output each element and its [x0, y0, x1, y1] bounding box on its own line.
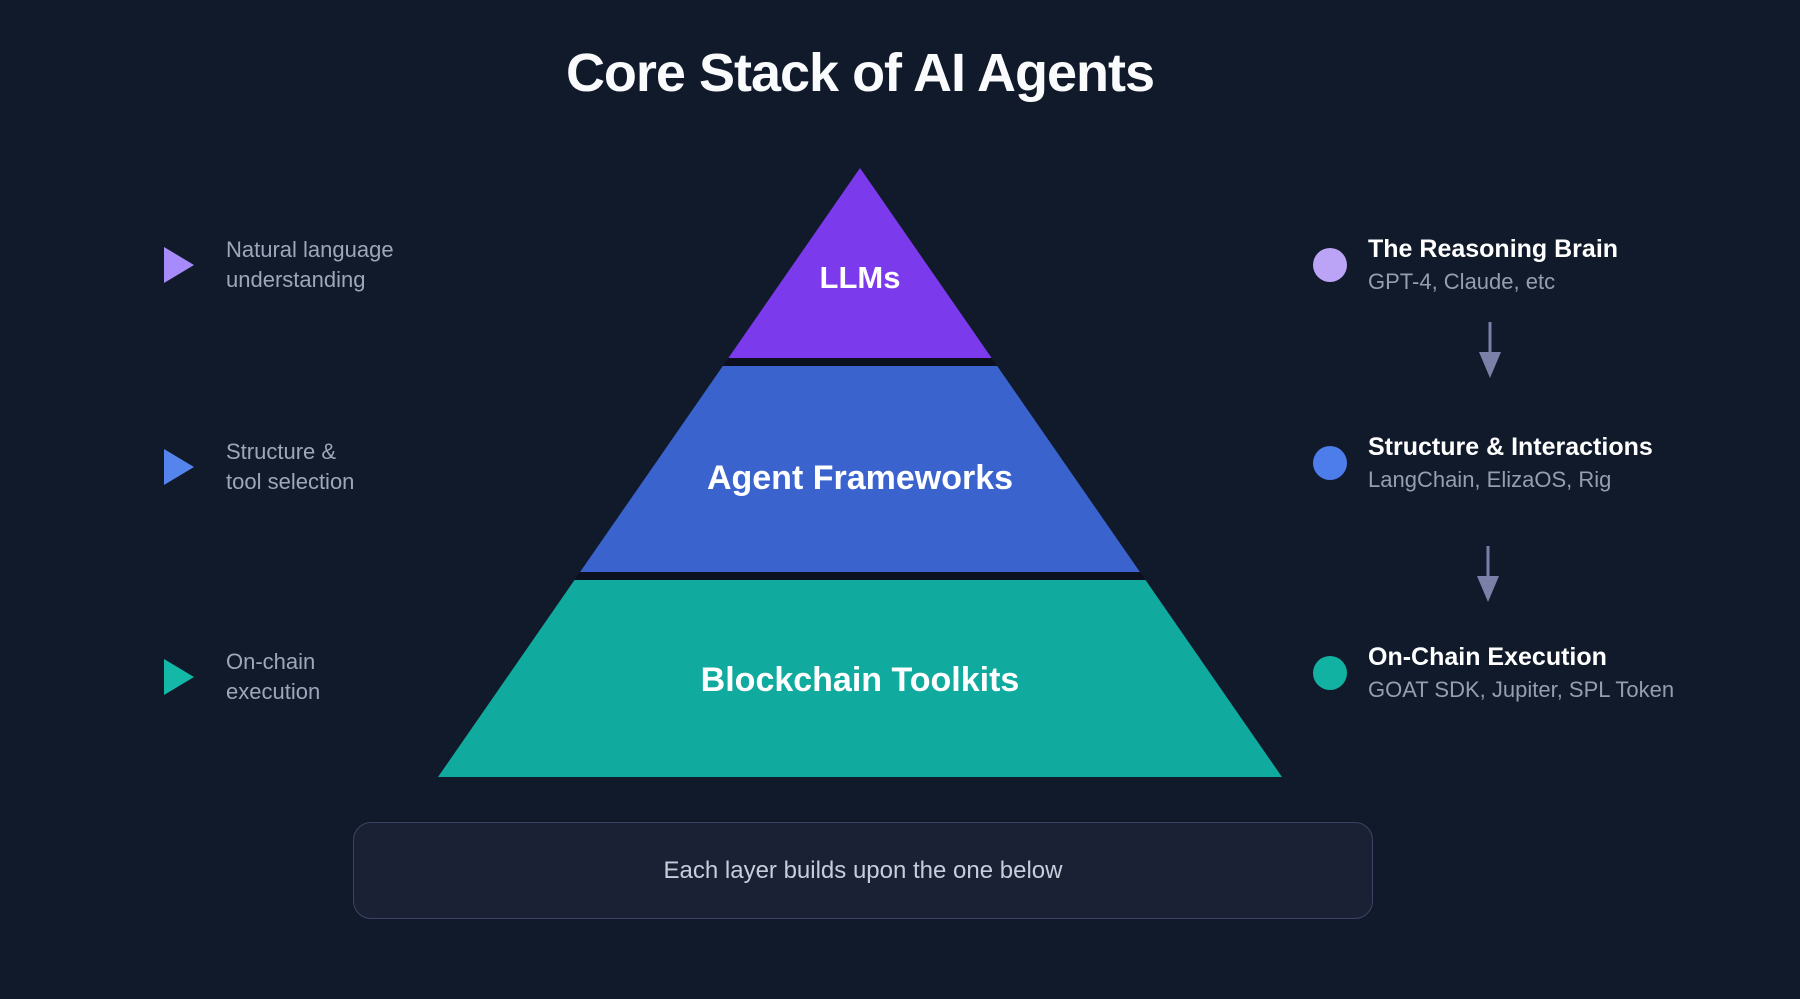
left-callout-frameworks: Structure & tool selection	[164, 437, 354, 497]
right-callout-text: Structure & Interactions LangChain, Eliz…	[1368, 430, 1653, 496]
pyramid-label-llms: LLMs	[819, 260, 901, 295]
down-arrow-icon	[1477, 546, 1499, 602]
pyramid-svg	[438, 168, 1282, 777]
right-callout-structure-interactions: Structure & Interactions LangChain, Eliz…	[1312, 430, 1653, 496]
right-callout-text: The Reasoning Brain GPT-4, Claude, etc	[1368, 232, 1618, 298]
left-callout-line2: tool selection	[226, 469, 355, 494]
right-callout-title: Structure & Interactions	[1368, 433, 1653, 461]
right-callout-title: The Reasoning Brain	[1368, 235, 1619, 263]
triangle-bullet-icon	[164, 247, 194, 283]
left-callout-line2: execution	[226, 679, 321, 704]
right-callout-subtitle: GOAT SDK, Jupiter, SPL Token	[1368, 677, 1675, 702]
left-callout-onchain: On-chain execution	[164, 647, 320, 707]
left-callout-line1: On-chain	[226, 649, 316, 674]
right-callout-title: On-Chain Execution	[1368, 643, 1607, 671]
triangle-bullet-icon	[164, 659, 194, 695]
right-callout-onchain-execution: On-Chain Execution GOAT SDK, Jupiter, SP…	[1312, 640, 1674, 706]
circle-bullet-icon	[1313, 248, 1347, 282]
left-callout-line1: Structure &	[226, 439, 337, 464]
triangle-bullet-icon	[164, 449, 194, 485]
left-callout-line2: understanding	[226, 267, 366, 292]
page-title: Core Stack of AI Agents	[565, 43, 1155, 103]
right-callout-reasoning-brain: The Reasoning Brain GPT-4, Claude, etc	[1312, 232, 1618, 298]
circle-bullet-icon	[1313, 446, 1347, 480]
left-callout-text: On-chain execution	[226, 647, 320, 707]
pyramid-label-blockchain-toolkits: Blockchain Toolkits	[700, 661, 1020, 699]
left-callout-text: Structure & tool selection	[226, 437, 354, 497]
left-callout-llms: Natural language understanding	[164, 235, 394, 295]
right-callout-text: On-Chain Execution GOAT SDK, Jupiter, SP…	[1368, 640, 1674, 706]
left-callout-line1: Natural language	[226, 237, 394, 262]
right-callout-subtitle: GPT-4, Claude, etc	[1368, 269, 1556, 294]
pyramid-label-agent-frameworks: Agent Frameworks	[706, 459, 1014, 497]
down-arrow-icon	[1479, 322, 1501, 378]
pyramid-layer-blockchain-toolkits	[438, 580, 1282, 777]
pyramid	[420, 150, 1300, 790]
right-callout-subtitle: LangChain, ElizaOS, Rig	[1368, 467, 1612, 492]
circle-bullet-icon	[1313, 656, 1347, 690]
footer-note-banner: Each layer builds upon the one below	[353, 822, 1373, 919]
left-callout-text: Natural language understanding	[226, 235, 394, 295]
footer-note-text: Each layer builds upon the one below	[663, 856, 1063, 884]
